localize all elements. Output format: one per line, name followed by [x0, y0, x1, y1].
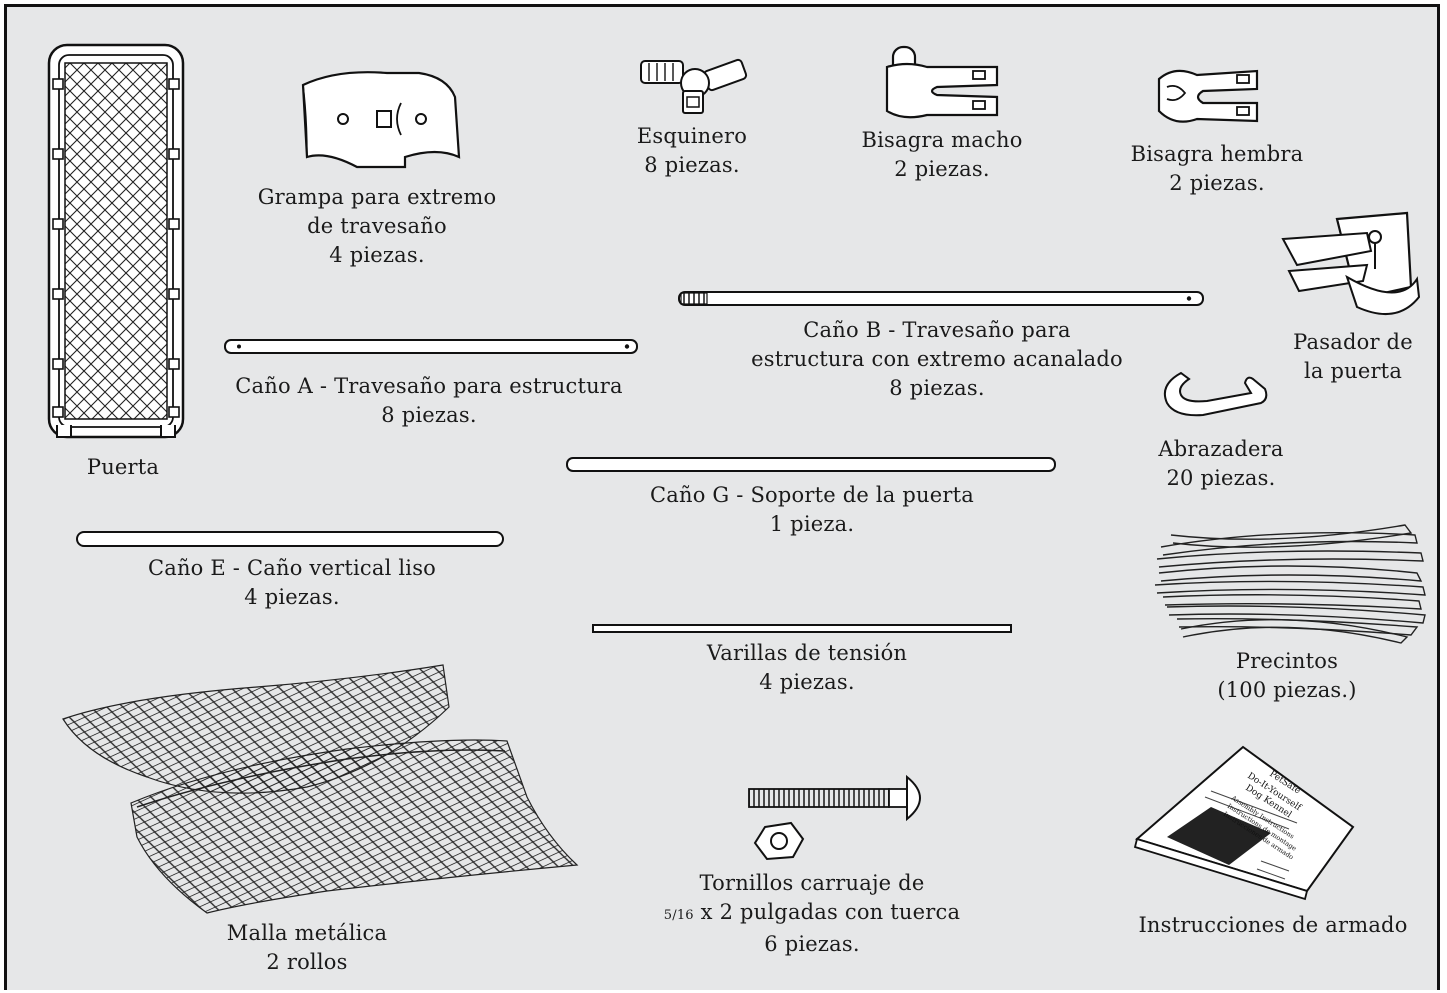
manual-icon: PetSafe Do-It-Yourself Dog Kennel Assemb… — [1133, 745, 1355, 901]
label-cano-e: Caño E - Caño vertical liso 4 piezas. — [117, 554, 467, 612]
cano-b-name: Caño B - Travesaño para — [803, 318, 1071, 342]
pipe-b-icon — [678, 291, 1204, 306]
cano-a-name: Caño A - Travesaño para estructura — [235, 374, 623, 398]
grampa-name: Grampa para extremo — [257, 185, 497, 209]
pipe-e-icon — [76, 531, 504, 547]
abrazadera-qty: 20 piezas. — [1166, 466, 1276, 490]
label-bisagra-hembra: Bisagra hembra 2 piezas. — [1117, 140, 1317, 198]
label-malla: Malla metálica 2 rollos — [207, 919, 407, 977]
label-instrucciones: Instrucciones de armado — [1123, 911, 1423, 940]
bisagra-hembra-qty: 2 piezas. — [1169, 171, 1265, 195]
label-abrazadera: Abrazadera 20 piezas. — [1141, 435, 1301, 493]
corner-fitting-icon — [640, 58, 748, 114]
chain-link-mesh-icon — [62, 664, 579, 914]
cano-b-name2: estructura con extremo acanalado — [751, 347, 1123, 371]
label-puerta: Puerta — [73, 453, 173, 482]
varillas-name: Varillas de tensión — [706, 641, 908, 665]
esquinero-name: Esquinero — [636, 124, 748, 148]
rail-end-clamp-icon — [301, 71, 461, 169]
parts-diagram: PetSafe Do-It-Yourself Dog Kennel Assemb… — [4, 4, 1440, 990]
tornillos-qty: 6 piezas. — [764, 932, 860, 956]
bisagra-macho-qty: 2 piezas. — [894, 157, 990, 181]
label-precintos: Precintos (100 piezas.) — [1197, 647, 1377, 705]
wire-ties-icon — [1154, 524, 1426, 644]
label-tornillos: Tornillos carruaje de 5/16 x 2 pulgadas … — [647, 869, 977, 959]
cano-e-qty: 4 piezas. — [244, 585, 340, 609]
cano-a-qty: 8 piezas. — [381, 403, 477, 427]
tornillos-name2: x 2 pulgadas con tuerca — [693, 900, 961, 924]
cano-g-qty: 1 pieza. — [769, 512, 855, 536]
gate-icon — [47, 43, 185, 439]
tornillos-frac: 5/16 — [663, 908, 694, 923]
male-hinge-icon — [885, 45, 999, 119]
precintos-name: Precintos — [1235, 649, 1339, 673]
malla-name: Malla metálica — [226, 921, 388, 945]
label-cano-b: Caño B - Travesaño para estructura con e… — [737, 316, 1137, 403]
puerta-name: Puerta — [86, 455, 160, 479]
pasador-name: Pasador de — [1293, 330, 1413, 354]
pipe-g-icon — [566, 457, 1056, 472]
label-esquinero: Esquinero 8 piezas. — [617, 122, 767, 180]
abrazadera-name: Abrazadera — [1158, 437, 1284, 461]
label-cano-g: Caño G - Soporte de la puerta 1 pieza. — [627, 481, 997, 539]
parts-illustration: PetSafe Do-It-Yourself Dog Kennel Assemb… — [47, 43, 1426, 914]
precintos-qty: (100 piezas.) — [1217, 678, 1357, 702]
label-bisagra-macho: Bisagra macho 2 piezas. — [847, 126, 1037, 184]
cano-g-name: Caño G - Soporte de la puerta — [650, 483, 974, 507]
malla-qty: 2 rollos — [266, 950, 348, 974]
gate-latch-icon — [1281, 211, 1421, 315]
label-varillas: Varillas de tensión 4 piezas. — [667, 639, 947, 697]
instrucciones-name: Instrucciones de armado — [1138, 913, 1408, 937]
label-grampa: Grampa para extremo de travesaño 4 pieza… — [237, 183, 517, 270]
esquinero-qty: 8 piezas. — [644, 153, 740, 177]
grampa-qty: 4 piezas. — [329, 243, 425, 267]
cano-e-name: Caño E - Caño vertical liso — [147, 556, 437, 580]
pipe-a-icon — [224, 339, 638, 354]
pasador-name2: la puerta — [1303, 359, 1403, 383]
bisagra-hembra-name: Bisagra hembra — [1130, 142, 1304, 166]
clamp-icon — [1163, 371, 1268, 417]
tension-rod-icon — [592, 624, 1012, 633]
cano-b-qty: 8 piezas. — [889, 376, 985, 400]
tornillos-size: 5/16 x 2 pulgadas con tuerca — [647, 898, 977, 930]
grampa-name2: de travesaño — [307, 214, 447, 238]
female-hinge-icon — [1157, 69, 1259, 123]
bisagra-macho-name: Bisagra macho — [861, 128, 1023, 152]
varillas-qty: 4 piezas. — [759, 670, 855, 694]
tornillos-name: Tornillos carruaje de — [699, 871, 925, 895]
carriage-bolt-icon — [748, 774, 921, 861]
label-pasador: Pasador de la puerta — [1283, 328, 1423, 386]
label-cano-a: Caño A - Travesaño para estructura 8 pie… — [229, 372, 629, 430]
